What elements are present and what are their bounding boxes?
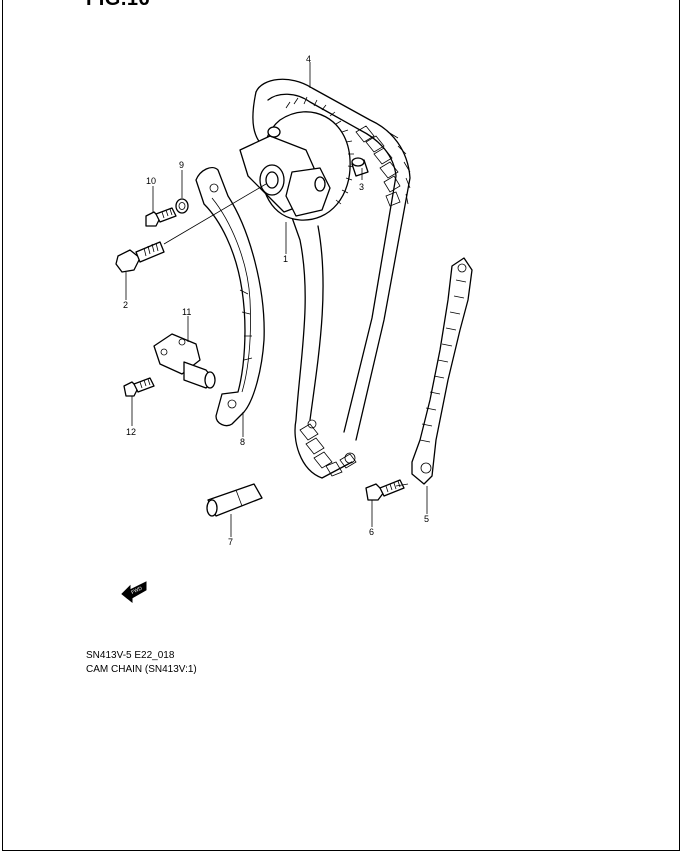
- pin: [206, 483, 263, 517]
- cam-chain: [252, 78, 411, 479]
- callout-7: 7: [228, 537, 233, 547]
- dowel-pin: [351, 157, 369, 177]
- callout-3: 3: [359, 182, 364, 192]
- camshaft-sprocket: [239, 96, 355, 221]
- tensioner-adjuster: [153, 333, 216, 389]
- chain-links-top: [355, 125, 411, 207]
- callout-5: 5: [424, 514, 429, 524]
- callout-8: 8: [240, 437, 245, 447]
- callout-10: 10: [146, 176, 156, 186]
- chain-links-bottom: [299, 419, 357, 477]
- callout-9: 9: [179, 160, 184, 170]
- callout-2: 2: [123, 300, 128, 310]
- callout-12: 12: [126, 427, 136, 437]
- chain-guide: [411, 257, 473, 485]
- figure-title: FIG.16: [86, 0, 150, 11]
- fwd-label: FWD: [130, 585, 143, 595]
- callout-labels: 4 1 3 5 6 7 8 9 10 2 11 12: [123, 54, 429, 547]
- diagram-code: SN413V-5 E22_018: [86, 650, 175, 661]
- guide-bolt: [365, 479, 405, 501]
- fwd-arrow-icon: FWD: [121, 581, 147, 604]
- callout-6: 6: [369, 527, 374, 537]
- tensioner-shoe: [195, 166, 265, 427]
- callout-1: 1: [283, 254, 288, 264]
- diagram-caption: CAM CHAIN (SN413V:1): [86, 664, 197, 675]
- sprocket-bolt: [115, 241, 165, 273]
- bolt-12: [123, 377, 155, 397]
- callout-4: 4: [306, 54, 311, 64]
- washer: [175, 198, 189, 214]
- leader-lines: [125, 62, 428, 537]
- callout-11: 11: [182, 307, 191, 317]
- bolt-10: [145, 207, 177, 227]
